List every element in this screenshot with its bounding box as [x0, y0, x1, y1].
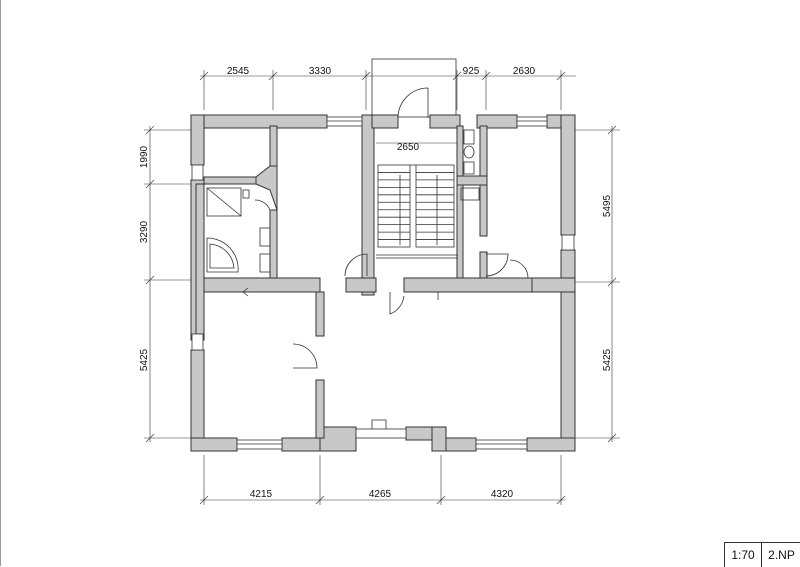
- dim-top-2: 3330: [309, 66, 332, 77]
- dim-left-3: 5425: [139, 348, 150, 371]
- dimension-chain-bottom: 4215 4265 4320: [199, 455, 566, 505]
- dim-left-1: 1990: [139, 145, 150, 168]
- dim-right-1: 5495: [602, 194, 613, 217]
- dim-bottom-1: 4215: [250, 489, 273, 500]
- sanitary-fixtures: [206, 129, 480, 273]
- dim-top-3: 925: [463, 66, 480, 77]
- dimension-chain-right: 5495 5425: [574, 125, 620, 443]
- dim-bottom-3: 4320: [491, 489, 514, 500]
- floor-label: 2.NP: [768, 548, 795, 562]
- doors: [242, 87, 529, 429]
- dimension-chain-left: 1990 3290 5425: [139, 125, 192, 443]
- sheet-border-line: [0, 0, 1, 566]
- walls: [190, 114, 576, 452]
- dim-stair-width: 2650: [397, 142, 420, 153]
- dim-right-2: 5425: [602, 348, 613, 371]
- entrance-landing: [371, 58, 457, 118]
- windows: [191, 116, 575, 450]
- title-block: 1:70 2.NP: [724, 542, 800, 567]
- dimension-chain-top: 2545 3330 925 2630: [199, 66, 576, 110]
- staircase: 2650: [376, 142, 458, 259]
- scale-label: 1:70: [725, 543, 762, 567]
- dim-bottom-2: 4265: [369, 489, 392, 500]
- dim-top-4: 2630: [513, 66, 536, 77]
- dim-top-1: 2545: [227, 66, 250, 77]
- dim-left-2: 3290: [139, 220, 150, 243]
